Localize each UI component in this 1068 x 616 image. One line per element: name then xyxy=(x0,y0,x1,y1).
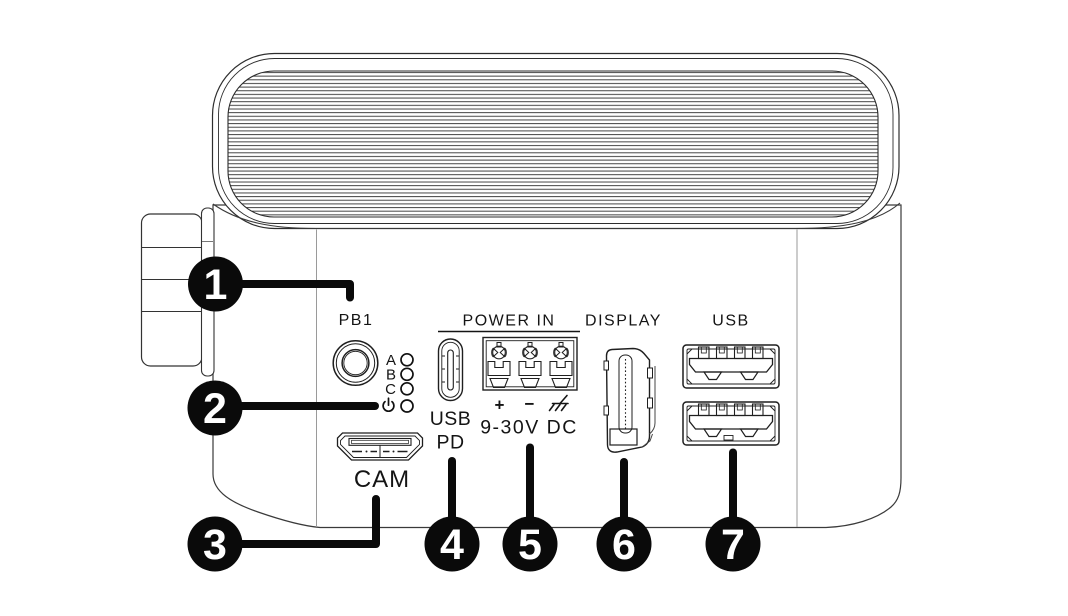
push-button-pb1 xyxy=(332,339,379,387)
chassis-ground-icon xyxy=(548,394,569,412)
led-power-indicator xyxy=(400,399,414,413)
device-enclosure xyxy=(140,52,902,529)
pb1-label: PB1 xyxy=(339,312,374,329)
voltage-label: 9-30V DC xyxy=(480,417,578,439)
usb-a-port-2-notch xyxy=(723,435,734,441)
callout-1-line xyxy=(211,280,354,302)
led-b-label: B xyxy=(386,367,396,384)
led-b-indicator xyxy=(400,367,414,382)
callout-7-number: 7 xyxy=(721,521,745,569)
callout-7: 7 xyxy=(705,516,761,572)
status-led-block: A B C xyxy=(382,352,414,413)
usb-pd-label-line1: USB xyxy=(430,408,472,430)
usb-pd-label-line2: PD xyxy=(436,432,464,454)
power-icon xyxy=(382,397,395,413)
callout-6-number: 6 xyxy=(612,521,636,569)
callout-5: 5 xyxy=(502,516,558,572)
cam-port xyxy=(336,432,424,461)
usb-label: USB xyxy=(712,313,749,330)
led-a-label: A xyxy=(386,352,396,369)
callout-4-number: 4 xyxy=(440,521,464,569)
led-a-indicator xyxy=(400,352,414,367)
callout-3: 3 xyxy=(187,516,243,572)
minus-label: − xyxy=(525,395,535,414)
display-label: DISPLAY xyxy=(585,313,662,330)
front-panel-edges xyxy=(316,229,798,527)
heatsink xyxy=(211,52,900,230)
led-c-label: C xyxy=(385,381,396,398)
hdmi-display-port xyxy=(603,347,656,453)
callout-6: 6 xyxy=(596,516,652,572)
plus-label: + xyxy=(495,396,505,415)
callout-1: 1 xyxy=(188,256,243,312)
heatsink-fins xyxy=(227,70,879,218)
usb-c-port xyxy=(437,338,464,402)
cam-label: CAM xyxy=(354,466,410,493)
callout-2: 2 xyxy=(187,380,243,436)
callout-3-line xyxy=(211,495,380,548)
led-c-indicator xyxy=(400,381,414,396)
heatsink-rim xyxy=(212,202,901,230)
callout-5-number: 5 xyxy=(518,521,542,569)
power-terminal-block xyxy=(482,336,578,391)
power-in-label: POWER IN xyxy=(463,313,556,330)
callout-4: 4 xyxy=(424,516,480,572)
callout-3-number: 3 xyxy=(203,521,227,569)
callout-badges: 1 2 3 4 5 6 7 xyxy=(187,256,761,572)
callout-1-number: 1 xyxy=(204,261,228,309)
callout-2-number: 2 xyxy=(203,385,227,433)
